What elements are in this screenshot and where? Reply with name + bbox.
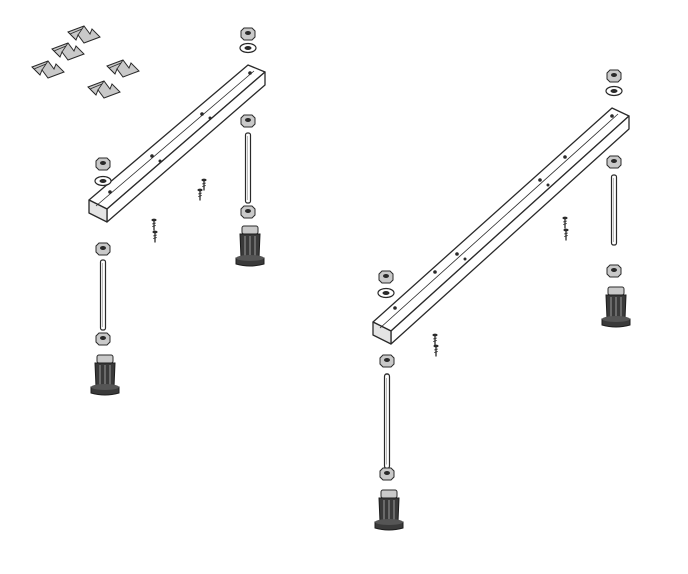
- threaded-rod-icon: [99, 259, 107, 331]
- washer-icon: [377, 287, 395, 299]
- threaded-rod-icon: [610, 174, 618, 246]
- hex-nut-icon: [378, 270, 394, 284]
- washer-icon: [239, 42, 257, 54]
- hex-nut-icon: [95, 242, 111, 256]
- adjustable-foot-icon: [90, 354, 120, 396]
- hex-nut-icon: [379, 467, 395, 481]
- adjustable-foot-icon: [601, 286, 631, 328]
- channel-rail-icon: [88, 64, 266, 223]
- adjustable-foot-icon: [235, 225, 265, 267]
- mounting-clip-icon: [106, 59, 140, 78]
- left-frame-assembly: [31, 25, 266, 396]
- washer-icon: [94, 175, 112, 187]
- screw-icon: [151, 229, 159, 243]
- screw-icon: [150, 217, 158, 231]
- hex-nut-icon: [606, 264, 622, 278]
- hex-nut-icon: [379, 354, 395, 368]
- screw-icon: [196, 187, 204, 201]
- threaded-rod-icon: [244, 132, 252, 204]
- screw-icon: [432, 343, 440, 357]
- mounting-clip-icon: [87, 80, 121, 99]
- mounting-clip-icon: [51, 42, 85, 61]
- screw-icon: [561, 215, 569, 229]
- hex-nut-icon: [606, 69, 622, 83]
- hex-nut-icon: [240, 114, 256, 128]
- right-frame-assembly: [372, 69, 631, 531]
- washer-icon: [605, 85, 623, 97]
- mounting-clip-icon: [67, 25, 101, 44]
- hex-nut-icon: [606, 155, 622, 169]
- hex-nut-icon: [240, 27, 256, 41]
- hex-nut-icon: [95, 332, 111, 346]
- channel-rail-icon: [372, 107, 630, 345]
- screw-icon: [562, 227, 570, 241]
- adjustable-foot-icon: [374, 489, 404, 531]
- screw-icon: [200, 177, 208, 191]
- mounting-clip-icon: [31, 60, 65, 79]
- hex-nut-icon: [95, 157, 111, 171]
- hex-nut-icon: [240, 205, 256, 219]
- mounting-clips: [31, 25, 140, 99]
- screw-icon: [431, 332, 439, 346]
- threaded-rod-icon: [383, 373, 391, 470]
